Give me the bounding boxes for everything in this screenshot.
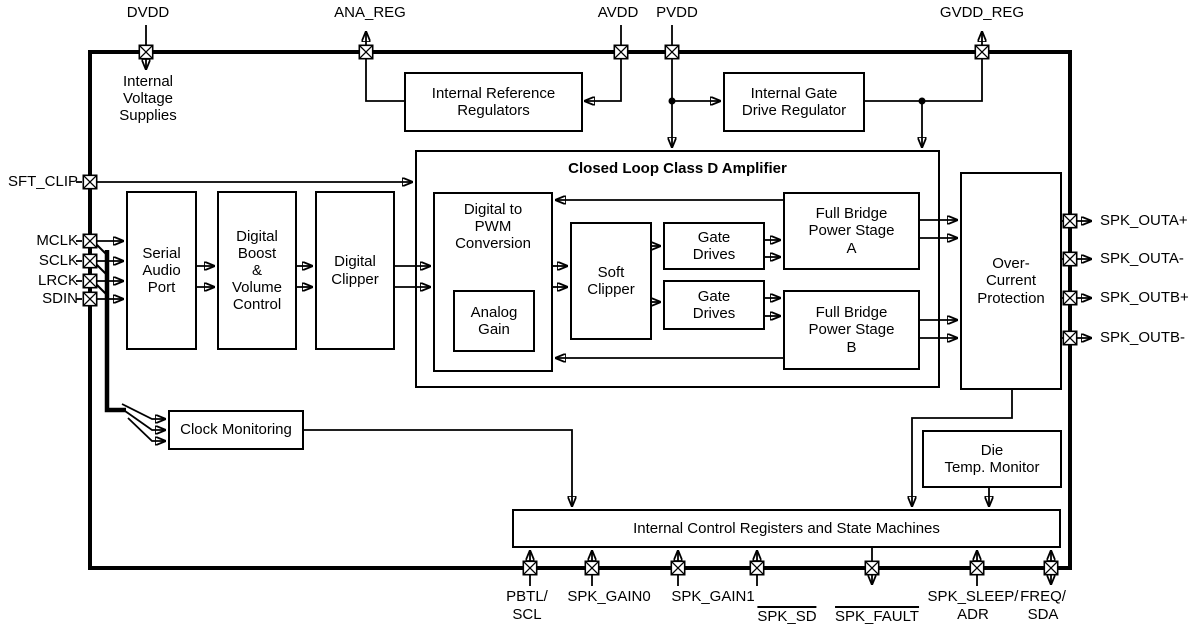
pin-spk-outa-plus-icon: [1062, 213, 1078, 229]
block-serial-audio-port: Serial Audio Port: [126, 191, 197, 350]
arrow-avdd-to-ref-reg: [584, 59, 622, 101]
pin-label-spk-outb-plus: SPK_OUTB+: [1100, 289, 1189, 306]
pin-label-spk-sd: SPK_SD: [757, 588, 817, 626]
pin-lrck-icon: [82, 273, 98, 289]
chip-boundary: [88, 50, 1072, 570]
block-gate-drives-a: Gate Drives: [663, 222, 765, 270]
pin-label-ana-reg: ANA_REG: [334, 4, 406, 21]
pin-sdin-icon: [82, 291, 98, 307]
pin-label-mclk: MCLK: [36, 232, 78, 249]
pin-spk-fault-icon: [864, 560, 880, 576]
pin-spk-outb-plus-icon: [1062, 290, 1078, 306]
pin-sft-clip-icon: [82, 174, 98, 190]
supply-wires: [146, 25, 982, 148]
arrow-ocp-to-registers: [912, 390, 1013, 507]
pin-freq-sda-icon: [1043, 560, 1059, 576]
block-closed-loop-class-d-amplifier: [415, 150, 940, 388]
closed-loop-amplifier-title: Closed Loop Class D Amplifier: [568, 160, 787, 177]
arrow-clockmon-to-registers: [304, 429, 572, 507]
block-gate-drives-b: Gate Drives: [663, 280, 765, 330]
block-internal-reference-regulators: Internal Reference Regulators: [404, 72, 583, 132]
pin-label-gvdd-reg: GVDD_REG: [939, 4, 1025, 21]
control-wires: [304, 390, 1051, 586]
block-internal-gate-drive-regulator: Internal Gate Drive Regulator: [723, 72, 865, 132]
pin-spk-sd-icon: [749, 560, 765, 576]
block-full-bridge-power-stage-b: Full Bridge Power Stage B: [783, 290, 920, 370]
pin-label-spk-sleep-adr: SPK_SLEEP/ ADR: [927, 588, 1019, 623]
pin-label-spk-outa-minus: SPK_OUTA-: [1100, 250, 1184, 267]
arrow-bus-to-clockmon-2: [124, 410, 166, 430]
pin-label-lrck: LRCK: [37, 272, 78, 289]
block-internal-control-registers: Internal Control Registers and State Mac…: [512, 509, 1061, 548]
pin-pbtl-scl-icon: [522, 560, 538, 576]
clock-bus: [104, 250, 126, 413]
block-clock-monitoring: Clock Monitoring: [168, 410, 304, 450]
pin-pvdd-icon: [664, 44, 680, 60]
block-digital-clipper: Digital Clipper: [315, 191, 395, 350]
block-digital-boost-volume-control: Digital Boost & Volume Control: [217, 191, 297, 350]
pin-label-dvdd: DVDD: [126, 4, 170, 21]
pin-label-spk-gain0: SPK_GAIN0: [567, 588, 651, 605]
pin-label-freq-sda: FREQ/ SDA: [1020, 588, 1066, 623]
wire-ana-reg-to-ref-reg: [365, 59, 404, 102]
block-analog-gain: Analog Gain: [453, 290, 535, 352]
block-die-temp-monitor: Die Temp. Monitor: [922, 430, 1062, 488]
pin-dvdd-icon: [138, 44, 154, 60]
pin-label-avdd: AVDD: [597, 4, 639, 21]
pin-label-spk-fault-text: SPK_FAULT: [835, 606, 919, 625]
pin-label-spk-outb-minus: SPK_OUTB-: [1100, 329, 1186, 346]
pin-label-spk-gain1: SPK_GAIN1: [671, 588, 755, 605]
pin-label-sclk: SCLK: [38, 252, 78, 269]
pin-label-spk-sd-text: SPK_SD: [757, 606, 817, 625]
pin-label-spk-outa-plus: SPK_OUTA+: [1100, 212, 1188, 229]
pin-spk-outb-minus-icon: [1062, 330, 1078, 346]
pin-sclk-icon: [82, 253, 98, 269]
pin-label-spk-fault: SPK_FAULT: [835, 588, 919, 626]
chip-outline: [88, 50, 1072, 570]
pin-gvdd-reg-icon: [974, 44, 990, 60]
audio-input-wires: [76, 182, 413, 441]
block-soft-clipper: Soft Clipper: [570, 222, 652, 340]
pin-spk-outa-minus-icon: [1062, 251, 1078, 267]
block-over-current-protection: Over- Current Protection: [960, 172, 1062, 390]
signal-chain-wires: [197, 200, 958, 358]
pin-label-sft-clip: SFT_CLIP: [7, 173, 78, 190]
pin-spk-gain1-icon: [670, 560, 686, 576]
pin-avdd-icon: [613, 44, 629, 60]
pin-ana-reg-icon: [358, 44, 374, 60]
block-full-bridge-power-stage-a: Full Bridge Power Stage A: [783, 192, 920, 270]
arrow-bus-to-clockmon-1: [121, 403, 166, 419]
junction-dot-gvdd: [918, 97, 926, 105]
pin-label-pvdd: PVDD: [656, 4, 698, 21]
arrow-bus-to-clockmon-3: [127, 417, 166, 441]
pin-spk-sleep-adr-icon: [969, 560, 985, 576]
wire-gate-drive-reg-to-gvdd: [865, 59, 983, 102]
pin-label-sdin: SDIN: [42, 290, 78, 307]
pin-spk-gain0-icon: [584, 560, 600, 576]
speaker-output-wires: [1062, 221, 1092, 338]
junction-dot-pvdd: [668, 97, 676, 105]
pin-mclk-icon: [82, 233, 98, 249]
pin-label-pbtl-scl: PBTL/ SCL: [506, 588, 548, 623]
internal-voltage-supplies-text: Internal Voltage Supplies: [119, 73, 177, 125]
